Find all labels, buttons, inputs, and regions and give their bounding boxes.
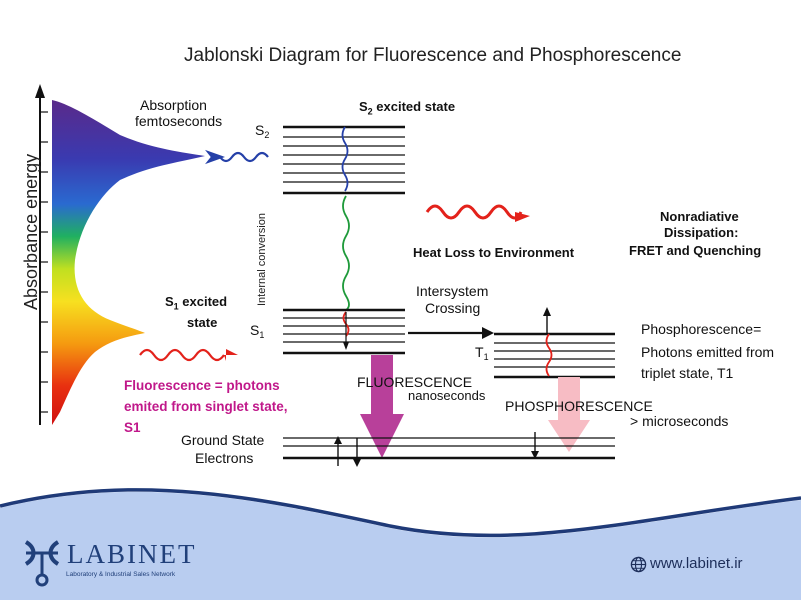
fluorescence-def-2: emited from singlet state, — [124, 399, 288, 414]
nonradiative-label-2: Dissipation: — [664, 225, 739, 240]
phosphorescence-def-2: Photons emitted from — [641, 344, 775, 360]
fluorescence-caps-label: FLUORESCENCE — [357, 374, 473, 390]
absorption-label: Absorption — [140, 97, 207, 113]
phosphorescence-def-3: triplet state, T1 — [641, 365, 734, 381]
ground-state-label-1: Ground State — [181, 432, 265, 448]
intersystem-crossing-arrowhead — [482, 327, 494, 339]
y-axis-arrowhead — [35, 84, 45, 98]
s1-energy-levels — [283, 308, 405, 355]
s2-relaxation-wave — [341, 126, 349, 192]
t1-electron-arrowhead — [543, 307, 551, 316]
labinet-logo-icon — [24, 540, 60, 587]
heat-loss-wave — [425, 204, 523, 220]
diagram-title: Jablonski Diagram for Fluorescence and P… — [184, 45, 682, 66]
phosphorescence-arrow — [548, 377, 590, 452]
ground-state-label-2: Electrons — [195, 450, 254, 466]
phosphorescence-caps-label: PHOSPHORESCENCE — [505, 398, 653, 414]
ground-phos-arrowhead — [531, 451, 539, 459]
globe-icon — [630, 556, 647, 573]
nonradiative-label-1: Nonradiative — [660, 209, 739, 224]
heat-loss-arrowhead — [515, 212, 530, 222]
fluorescence-wave-arrowhead — [224, 349, 238, 361]
fluorescence-def-3: S1 — [124, 420, 141, 435]
s1-excited-label-2: state — [187, 315, 218, 330]
fluorescence-wave — [139, 348, 225, 362]
footer-wave — [0, 488, 801, 538]
s1-excited-label-1: S1 excited — [165, 294, 228, 312]
labinet-logo-text: LABINET — [67, 539, 197, 569]
femtoseconds-label: femtoseconds — [135, 113, 223, 129]
nanoseconds-label: nanoseconds — [408, 388, 486, 403]
s2-level-label: S2 — [255, 122, 269, 140]
s1-electron-arrowhead — [343, 342, 349, 350]
s1-level-label: S1 — [250, 322, 264, 340]
labinet-logo-tagline: Laboratory & Industrial Sales Network — [66, 571, 176, 578]
microseconds-label: > microseconds — [630, 413, 729, 429]
absorption-arrowhead — [205, 149, 225, 165]
ground-electron-up-head — [334, 436, 342, 444]
intersystem-label-2: Crossing — [425, 300, 481, 316]
internal-conversion-label: Internal conversion — [256, 213, 268, 306]
fluorescence-def-1: Fluorescence = photons — [124, 378, 280, 393]
website-link[interactable]: www.labinet.ir — [650, 555, 743, 572]
t1-level-label: T1 — [475, 344, 489, 362]
absorption-wave — [219, 151, 269, 163]
intersystem-label-1: Intersystem — [416, 283, 489, 299]
s2-energy-levels — [283, 125, 405, 195]
heat-loss-label: Heat Loss to Environment — [413, 245, 575, 260]
t1-relaxation-wave — [545, 333, 553, 377]
phosphorescence-def-1: Phosphorescence= — [641, 321, 762, 337]
ground-electron-down-head — [353, 459, 361, 467]
footer-band — [0, 488, 801, 600]
t1-energy-levels — [494, 332, 615, 379]
s2-excited-state-label: S2 excited state — [359, 99, 456, 117]
y-axis-ticks — [40, 111, 48, 413]
absorption-spectrum — [52, 100, 205, 425]
internal-conversion-wave — [342, 195, 350, 311]
nonradiative-label-3: FRET and Quenching — [629, 243, 762, 258]
y-axis-label: Absorbance energy — [21, 153, 42, 310]
fluorescence-arrow — [360, 355, 404, 458]
